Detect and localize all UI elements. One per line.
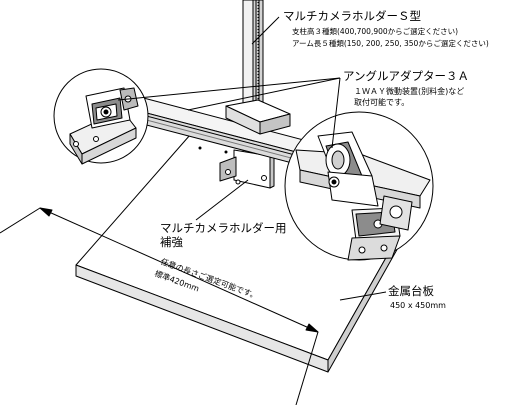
reinforcement-label-line2: 補強 xyxy=(160,235,183,249)
holder-note-arm-length: アーム長５種類(150, 200, 250, 350からご選定ください) xyxy=(292,39,489,48)
length-dimension xyxy=(0,207,319,405)
adapter-title: アングルアダプター３Ａ xyxy=(343,69,470,83)
base-plate-size: 450 x 450mm xyxy=(390,301,446,310)
leader-lines xyxy=(117,16,387,301)
holder-note-post-height: 支柱高３種類(400,700,900からご選定ください) xyxy=(292,27,459,36)
arm-clamp xyxy=(225,99,291,135)
base-plate-title: 金属台板 xyxy=(388,284,434,298)
holder-title: マルチカメラホルダーＳ型 xyxy=(283,9,421,23)
left-detail-circle xyxy=(53,68,149,165)
adapter-note-line1: １ＷＡＹ微動装置(別料金)など xyxy=(354,87,465,96)
reinforcement-label-line1: マルチカメラホルダー用 xyxy=(160,221,287,235)
adapter-note-line2: 取付可能です。 xyxy=(354,98,410,107)
right-detail-circle xyxy=(284,111,434,261)
